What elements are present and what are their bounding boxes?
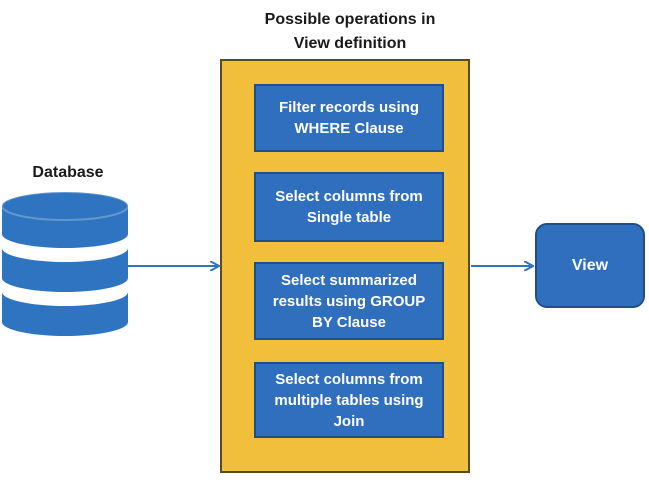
view-box: View xyxy=(535,223,645,308)
operation-group-by: Select summarized results using GROUP BY… xyxy=(254,262,444,340)
diagram-title: Possible operations in View definition xyxy=(264,11,436,52)
operation-select-single-table: Select columns from Single table xyxy=(254,172,444,242)
operation-join: Select columns from multiple tables usin… xyxy=(254,362,444,438)
database-label: Database xyxy=(32,164,104,181)
operation-filter-where: Filter records using WHERE Clause xyxy=(254,84,444,152)
database-icon xyxy=(1,191,129,336)
